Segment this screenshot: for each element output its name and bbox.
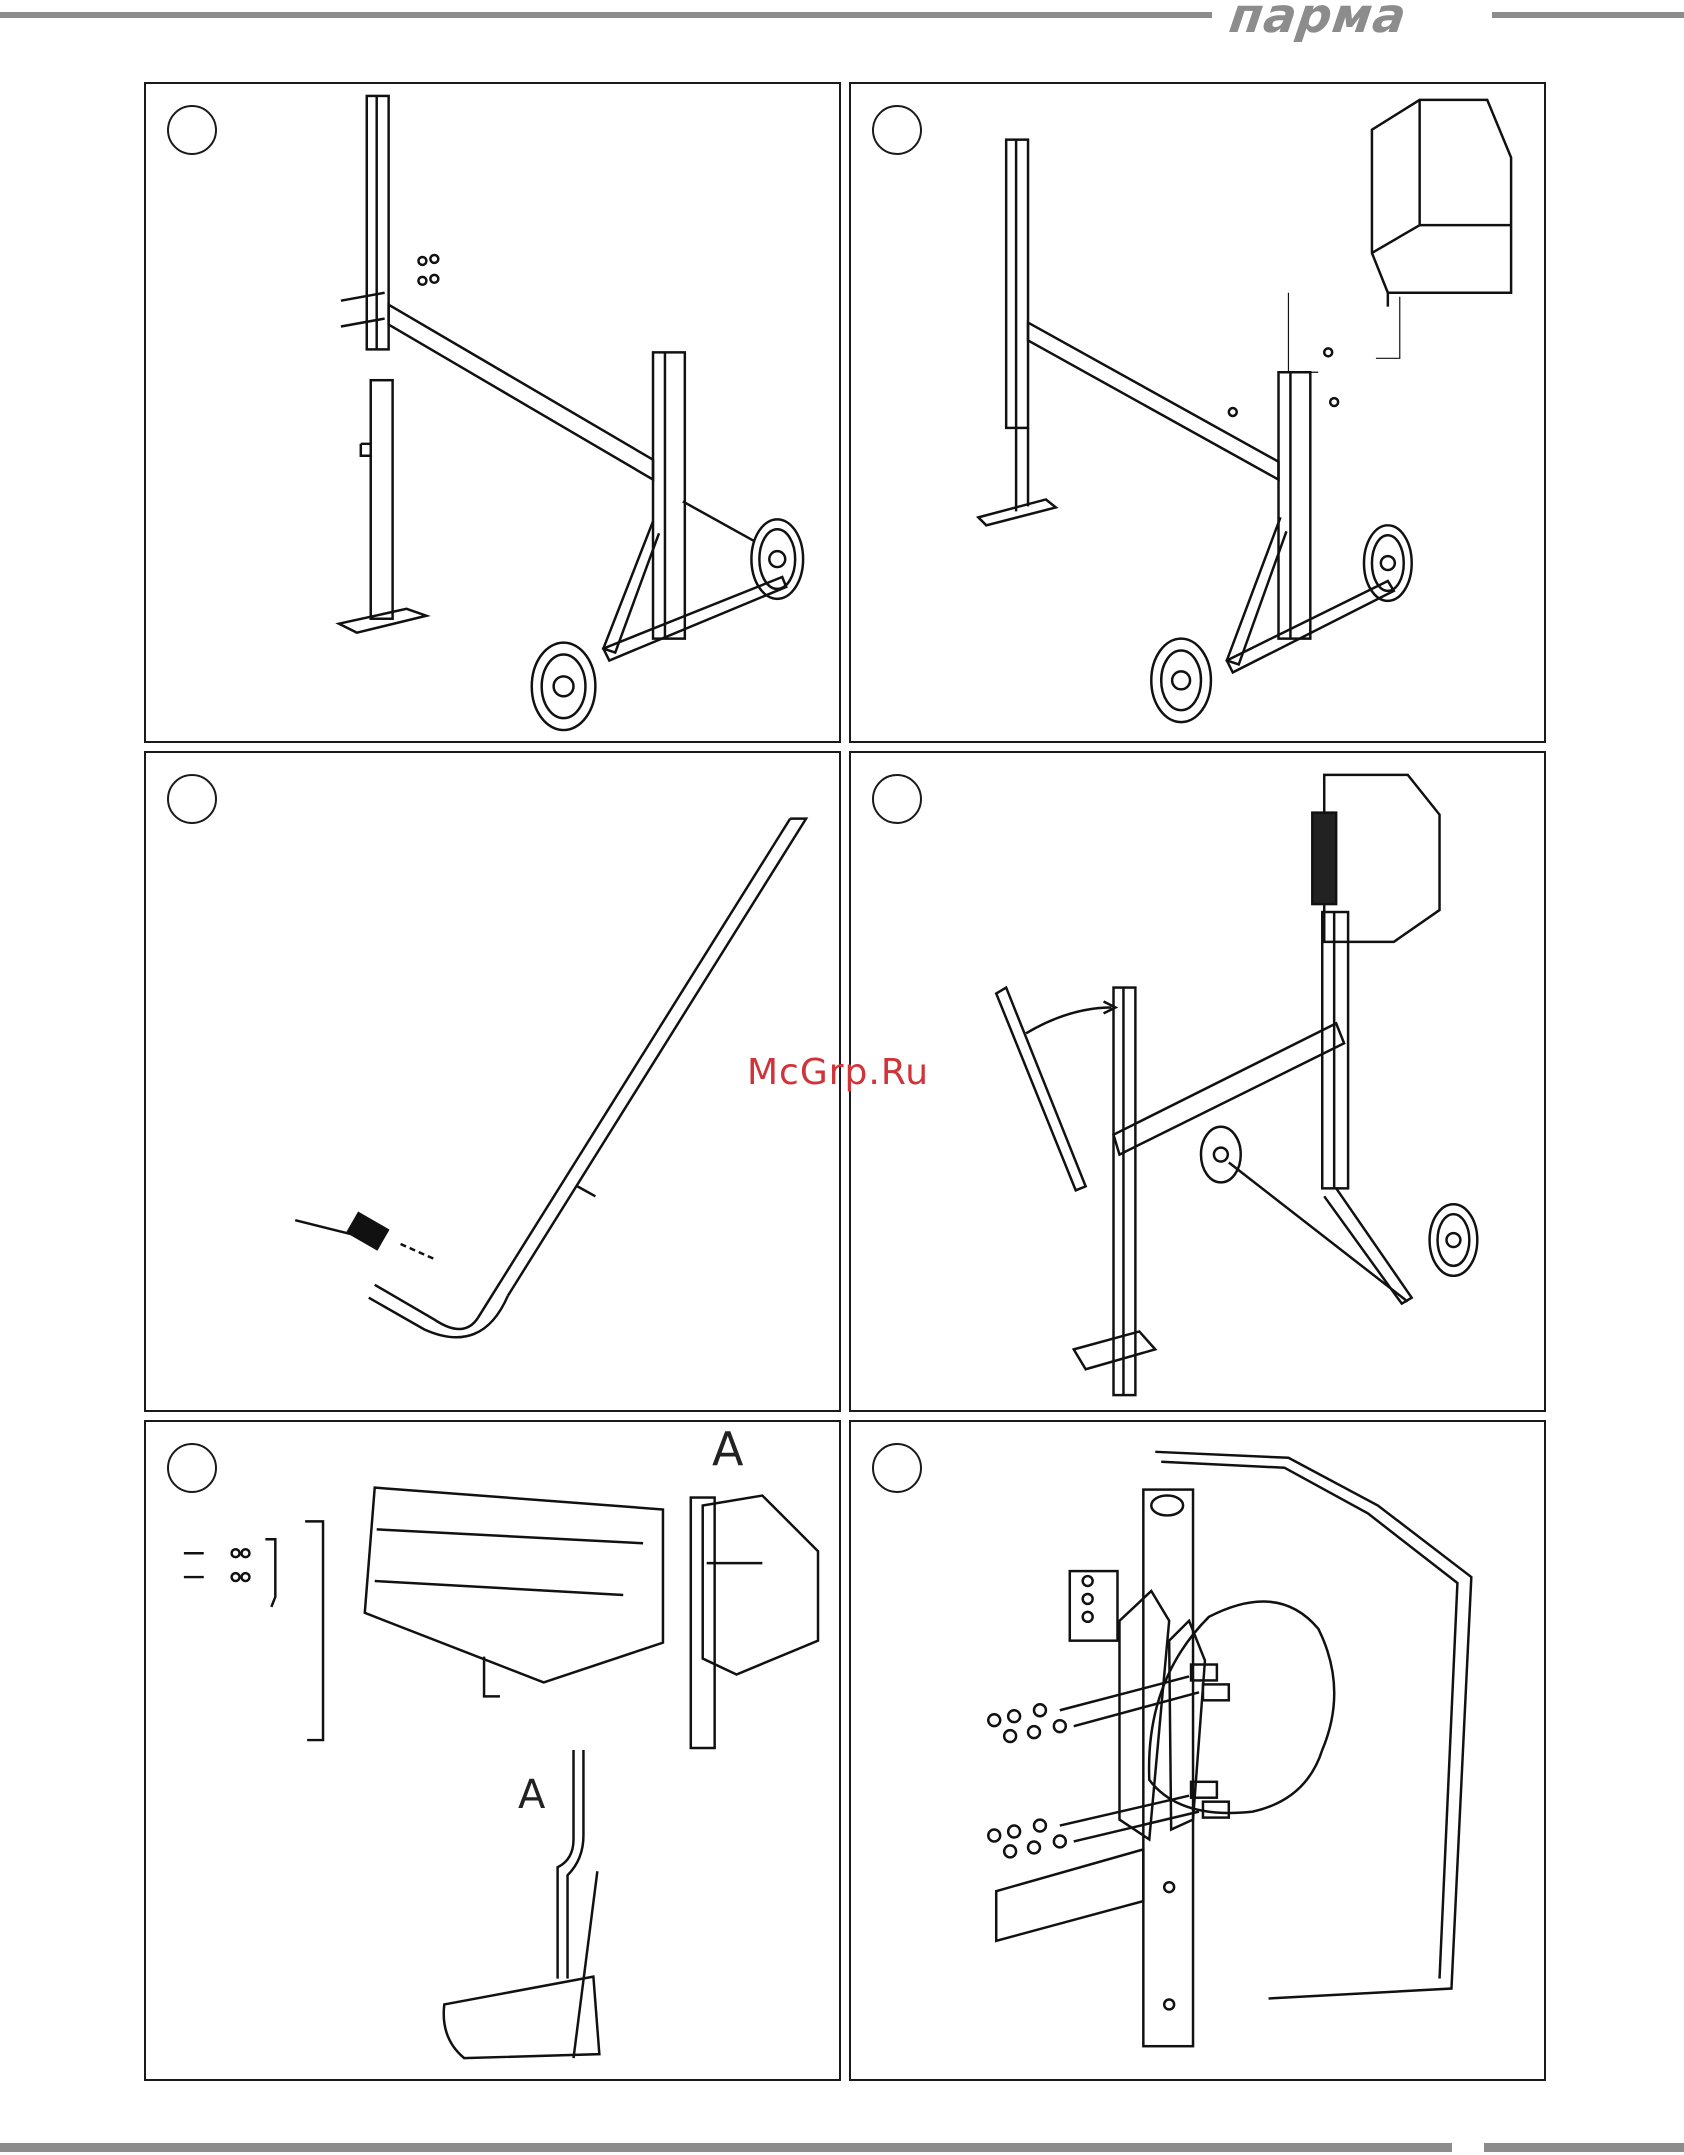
panel-step-3 xyxy=(144,751,841,1412)
panel-step-6 xyxy=(849,1420,1546,2081)
handle-drawing xyxy=(146,753,839,1410)
header-rule-right xyxy=(1492,12,1684,18)
bracket-bolts-drawing xyxy=(851,1422,1544,2079)
panel-step-1 xyxy=(144,82,841,743)
watermark-text: McGrp.Ru xyxy=(747,1052,929,1093)
panel-step-4 xyxy=(849,751,1546,1412)
header-rule-left xyxy=(0,12,1212,18)
drum-attach-drawing xyxy=(146,1422,839,2079)
footer-rule-right xyxy=(1484,2143,1684,2152)
brand-logo: парма xyxy=(1227,0,1493,38)
detail-callout-a: A xyxy=(712,1422,743,1476)
handle-insert-drawing xyxy=(851,753,1544,1410)
panel-step-2 xyxy=(849,82,1546,743)
footer-rule-left xyxy=(0,2143,1452,2152)
gearbox-mount-drawing xyxy=(851,84,1544,741)
frame-assembly-drawing xyxy=(146,84,839,741)
panel-step-5: A A xyxy=(144,1420,841,2081)
detail-label-a: A xyxy=(518,1772,545,1818)
